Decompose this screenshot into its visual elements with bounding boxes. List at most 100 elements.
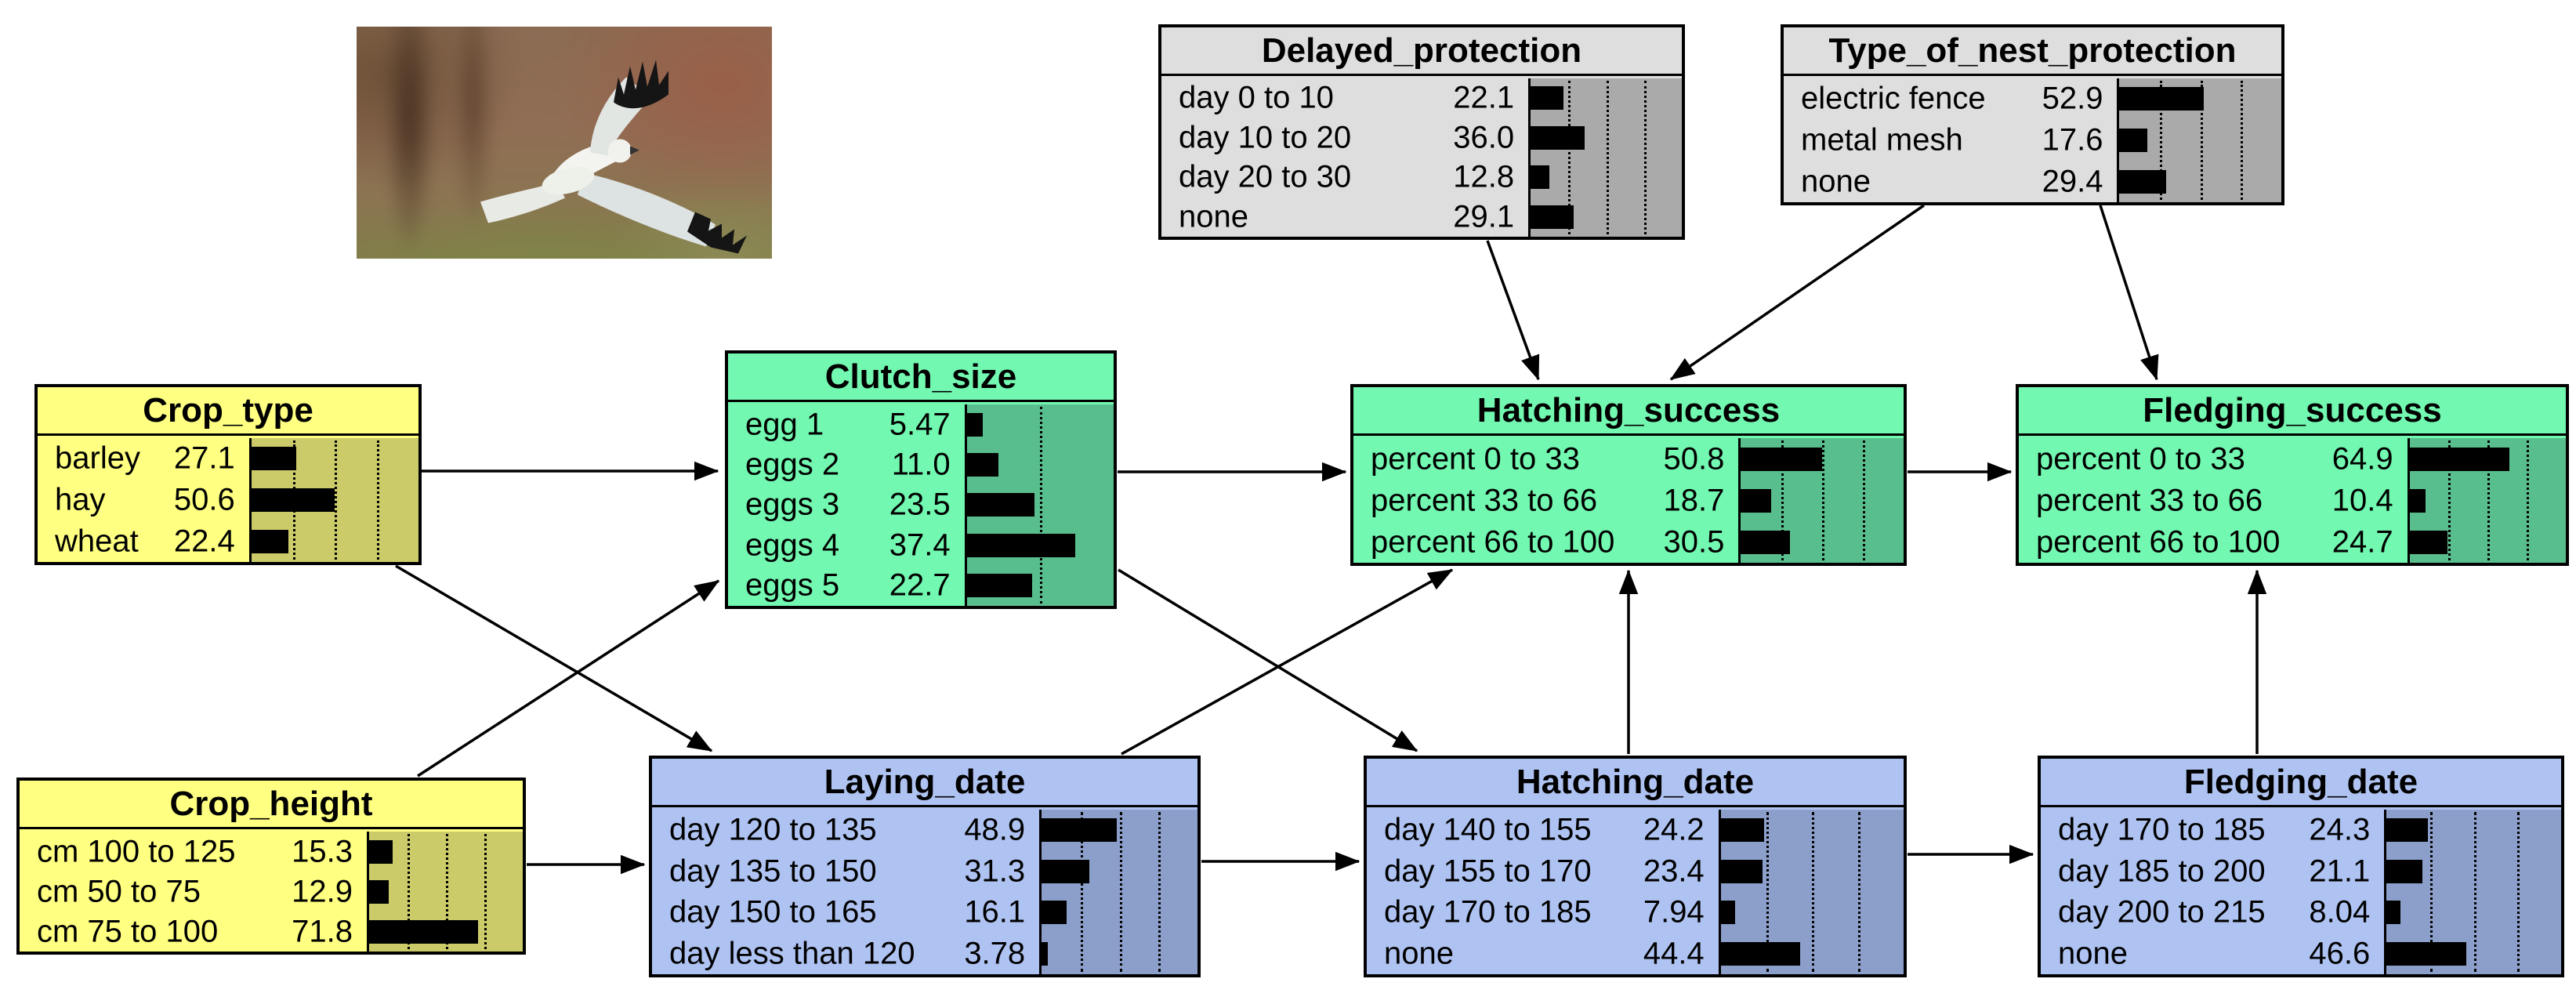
state-row-fledging_success-1[interactable]: percent 33 to 66 10.4	[2019, 480, 2566, 521]
state-value: 7.94	[1643, 894, 1705, 930]
bar-gridline	[1568, 81, 1571, 234]
state-label: none	[1384, 936, 1454, 971]
state-row-type_of_nest_protection-2[interactable]: none 29.4	[1784, 161, 2281, 202]
bar-gridline	[1857, 812, 1860, 972]
state-label: percent 33 to 66	[1371, 483, 1598, 517]
state-value: 50.6	[173, 482, 235, 517]
state-row-crop_type-1[interactable]: hay 50.6	[38, 480, 418, 521]
state-row-crop_height-2[interactable]: cm 75 to 100 71.8	[20, 912, 523, 952]
state-value: 24.7	[2331, 524, 2393, 559]
edge-delayed_protection-to-hatching_success	[1486, 240, 1540, 381]
state-row-hatching_date-3[interactable]: none 44.4	[1367, 933, 1904, 975]
node-title-crop_height: Crop_height	[20, 781, 523, 829]
state-value: 18.7	[1663, 483, 1725, 517]
bar-gridline	[376, 440, 379, 560]
state-value: 29.4	[2042, 164, 2103, 199]
state-label: percent 0 to 33	[2036, 441, 2245, 476]
state-label: none	[1801, 164, 1871, 199]
state-label: eggs 5	[745, 567, 840, 603]
state-value: 44.4	[1643, 936, 1705, 971]
probability-bar	[251, 529, 288, 553]
state-label: day less than 120	[669, 936, 915, 971]
state-value: 10.4	[2331, 483, 2393, 517]
bar-gridline	[1158, 812, 1161, 972]
bar-gridline	[2200, 81, 2203, 200]
state-label: day 140 to 155	[1384, 812, 1592, 847]
state-value: 46.6	[2309, 936, 2371, 971]
bar-gridline	[1766, 812, 1770, 972]
state-label: eggs 3	[745, 487, 840, 522]
state-row-hatching_success-1[interactable]: percent 33 to 66 18.7	[1353, 480, 1904, 521]
node-title-fledging_date: Fledging_date	[2041, 759, 2561, 807]
edge-clutch_size-to-hatching_date	[1118, 568, 1418, 752]
edge-type_of_nest_protection-to-hatching_success	[1669, 204, 1925, 381]
state-value: 71.8	[292, 914, 353, 948]
state-label: hay	[55, 482, 106, 517]
state-label: cm 75 to 100	[37, 914, 219, 948]
probability-bar	[368, 839, 393, 864]
state-row-clutch_size-2[interactable]: eggs 3 23.5	[728, 485, 1114, 525]
state-label: percent 33 to 66	[2036, 483, 2263, 517]
state-row-laying_date-3[interactable]: day less than 120 3.78	[652, 933, 1197, 975]
state-value: 8.04	[2309, 894, 2371, 930]
probability-bar	[966, 574, 1033, 598]
probability-bar	[2386, 818, 2429, 843]
state-value: 23.5	[889, 487, 951, 522]
state-value: 3.78	[964, 936, 1026, 971]
probability-bar	[966, 453, 999, 477]
bar-gridline	[407, 834, 410, 949]
state-value: 16.1	[964, 894, 1026, 930]
probability-bar	[2386, 859, 2423, 883]
bar-gridline	[445, 834, 448, 949]
